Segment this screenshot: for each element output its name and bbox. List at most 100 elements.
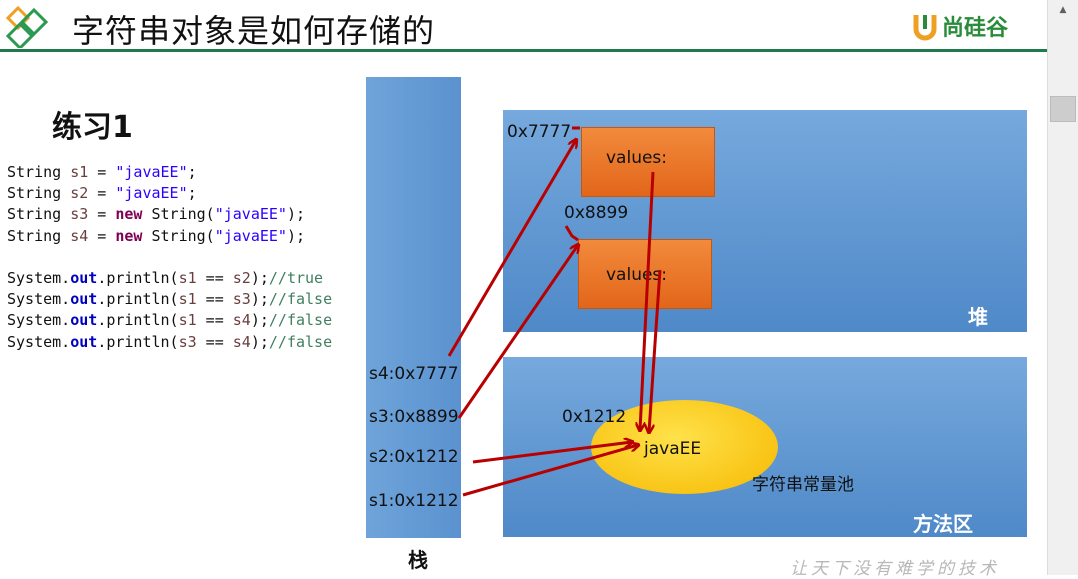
code-token: System. (7, 332, 71, 351)
code-line: System.out.println(s1 == s2);//true (7, 268, 332, 289)
code-token: ; (187, 184, 197, 203)
code-line: String s4 = new String("javaEE"); (7, 226, 332, 247)
page-title: 字符串对象是如何存储的 (72, 12, 436, 50)
string-pool-entry (591, 400, 778, 494)
code-token: s1 (178, 290, 197, 309)
code-token: == (196, 332, 233, 351)
code-token: "javaEE" (115, 163, 188, 181)
code-token: ); (250, 290, 269, 309)
arrow-s4-to-0x7777 (447, 140, 576, 357)
code-token: System. (7, 311, 71, 330)
pool-value: javaEE (644, 439, 702, 459)
heap-object-label: values: (606, 148, 668, 168)
code-line: String s1 = "javaEE"; (7, 162, 332, 183)
code-block: String s1 = "javaEE";String s2 = "javaEE… (7, 162, 332, 353)
vertical-scrollbar[interactable]: ▲ (1047, 0, 1078, 575)
heap-object-address: 0x8899 (564, 203, 629, 223)
brand-name: 尚硅谷 (942, 16, 1009, 41)
code-line: String s3 = new String("javaEE"); (7, 204, 332, 225)
arrow-s2-to-pool (472, 442, 632, 464)
code-line: String s2 = "javaEE"; (7, 183, 332, 204)
code-token: String( (142, 226, 215, 245)
arrow-obj1-to-pool (640, 171, 655, 430)
code-token: new (115, 226, 143, 245)
stack-region (366, 77, 461, 538)
scroll-up-arrow-icon[interactable]: ▲ (1059, 5, 1067, 15)
code-line: System.out.println(s3 == s4);//false (7, 332, 332, 353)
heap-label: 堆 (968, 305, 988, 329)
footer-watermark: 让天下没有难学的技术 (790, 559, 1000, 579)
code-token: String (7, 163, 71, 181)
brand-logo: 尚硅谷 (912, 10, 1008, 42)
code-token: s3 (232, 290, 251, 309)
arrow-obj2-to-pool (649, 269, 662, 432)
code-token: ; (187, 163, 197, 181)
slide-header: 字符串对象是如何存储的 尚硅谷 (0, 0, 1048, 52)
code-token: "javaEE" (115, 184, 188, 203)
code-token: ); (250, 269, 269, 287)
code-token: //false (268, 290, 333, 309)
heap-object-address: 0x7777 (507, 122, 572, 142)
code-token: "javaEE" (214, 226, 287, 245)
code-token: == (196, 290, 233, 309)
code-token: out (70, 311, 98, 330)
code-token: s3 (178, 332, 197, 351)
code-token: System. (7, 269, 71, 287)
code-token: String (7, 205, 71, 224)
code-token: ); (286, 226, 306, 245)
string-pool-label: 字符串常量池 (752, 475, 854, 495)
code-token: String( (142, 205, 215, 224)
stack-variable: s2:0x1212 (369, 447, 459, 467)
code-token: = (88, 163, 116, 181)
code-token: s1 (70, 163, 89, 181)
code-token: .println( (97, 311, 179, 330)
code-token: out (70, 269, 98, 287)
diamond-logo-icon (5, 5, 49, 48)
code-token: = (88, 205, 116, 224)
reference-arrows (447, 126, 662, 497)
code-token: .println( (97, 332, 179, 351)
code-token: String (7, 226, 71, 245)
code-token: String (7, 184, 71, 203)
stack-variable: s3:0x8899 (369, 407, 459, 427)
brand-u-icon (913, 15, 937, 41)
code-line: System.out.println(s1 == s3);//false (7, 289, 332, 310)
stack-label: 栈 (408, 548, 428, 572)
code-token: s2 (232, 269, 251, 287)
code-token: .println( (97, 290, 179, 309)
code-token: ); (286, 205, 306, 224)
header-divider (0, 49, 1048, 52)
code-token: out (70, 332, 98, 351)
arrow-s3-to-0x8899 (457, 245, 578, 419)
heap-string-object (578, 239, 712, 309)
arrow-s1-to-pool (462, 445, 638, 497)
exercise-title: 练习1 (52, 110, 133, 145)
heap-object-label: values: (606, 265, 668, 285)
code-token: new (115, 205, 143, 224)
code-token: = (88, 226, 116, 245)
stack-variable: s4:0x7777 (369, 364, 459, 384)
code-token: s1 (178, 269, 197, 287)
method-area-label: 方法区 (913, 512, 973, 536)
code-token: System. (7, 290, 71, 309)
addr-pointer-0x8899 (564, 225, 579, 242)
code-token: "javaEE" (214, 205, 287, 224)
pool-address: 0x1212 (562, 407, 627, 427)
code-token: s4 (70, 226, 89, 245)
heap-string-object (581, 127, 715, 197)
code-token: //false (268, 332, 333, 351)
code-token: //true (268, 269, 324, 287)
code-token: s2 (70, 184, 89, 203)
code-token: == (196, 311, 233, 330)
code-token: ); (250, 332, 269, 351)
stack-variable: s1:0x1212 (369, 491, 459, 511)
code-token: ); (250, 311, 269, 330)
code-token: s3 (70, 205, 89, 224)
scroll-thumb[interactable] (1050, 96, 1076, 122)
code-token: = (88, 184, 116, 203)
code-token: out (70, 290, 98, 309)
code-line: System.out.println(s1 == s4);//false (7, 310, 332, 331)
code-token: .println( (97, 269, 179, 287)
code-token: s1 (178, 311, 197, 330)
code-token: //false (268, 311, 333, 330)
